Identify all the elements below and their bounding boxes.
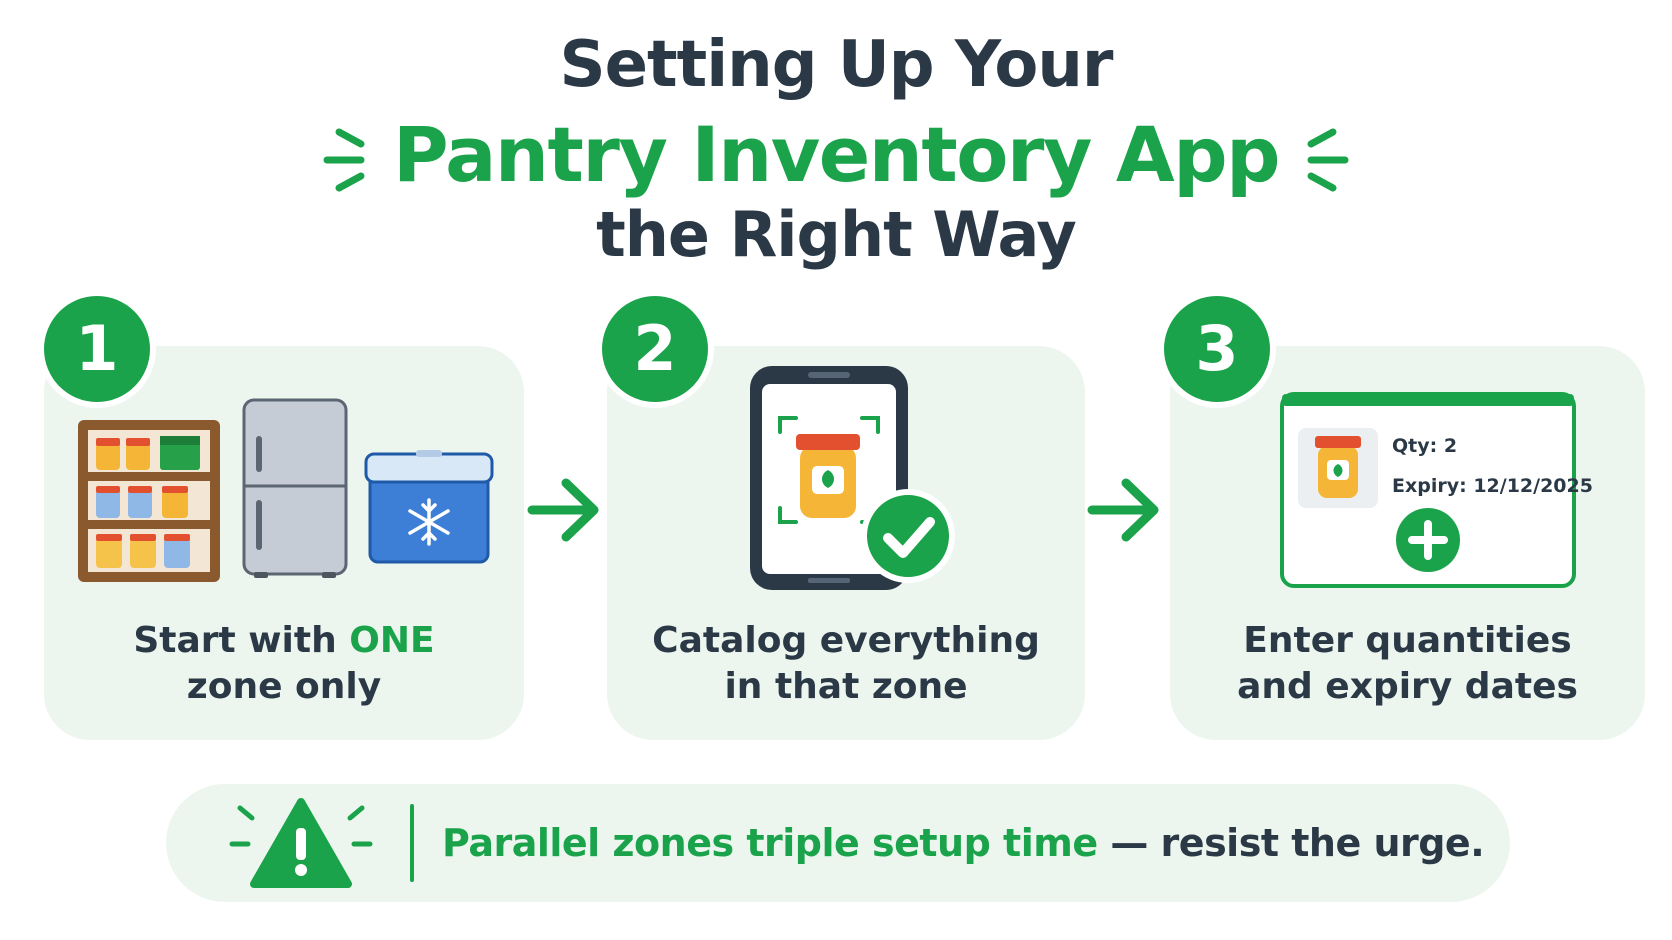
sparkle-left-icon <box>323 128 365 192</box>
qty-label: Qty: 2 <box>1392 435 1458 457</box>
fridge-icon <box>242 398 348 578</box>
pantry-shelf-icon <box>78 420 220 582</box>
step-badge-2: 2 <box>602 296 708 402</box>
title-line-3: the Right Way <box>596 198 1077 271</box>
step-3-caption-line1: Enter quantities <box>1243 620 1572 661</box>
arrow-right-icon <box>527 478 599 542</box>
step-1-caption-text: Start with <box>133 620 350 661</box>
freezer-icon <box>364 450 494 564</box>
step-1-caption-line2: zone only <box>186 666 382 707</box>
title-line-2: Pantry Inventory App <box>0 110 1672 202</box>
step-badge-3: 3 <box>1164 296 1270 402</box>
step-2-caption-line1: Catalog everything <box>652 620 1040 661</box>
step-badge-1: 1 <box>44 296 150 402</box>
step-3-caption-line2: and expiry dates <box>1237 666 1578 707</box>
plus-icon[interactable] <box>1396 508 1460 572</box>
banner-divider <box>410 804 414 882</box>
banner-text: Parallel zones triple setup time — resis… <box>442 784 1485 902</box>
step-1-caption-accent: ONE <box>349 620 435 661</box>
sparkle-right-icon <box>1307 128 1349 192</box>
banner-highlight: Parallel zones triple setup time <box>442 821 1098 865</box>
title-highlight: Pantry Inventory App <box>392 110 1281 199</box>
step-2-caption: Catalog everything in that zone <box>607 618 1085 710</box>
banner-rest: — resist the urge. <box>1097 821 1485 865</box>
phone-scan-icon <box>750 366 955 590</box>
step-3-caption: Enter quantities and expiry dates <box>1170 618 1645 710</box>
warning-icon <box>229 798 373 888</box>
arrow-right-icon <box>1087 478 1159 542</box>
item-form-card <box>1280 392 1576 588</box>
step-2-caption-line2: in that zone <box>724 666 968 707</box>
step-1-caption: Start with ONE zone only <box>44 618 524 710</box>
warning-banner: Parallel zones triple setup time — resis… <box>166 784 1510 902</box>
title-line-1: Setting Up Your <box>559 28 1114 102</box>
expiry-label: Expiry: 12/12/2025 <box>1392 475 1593 497</box>
